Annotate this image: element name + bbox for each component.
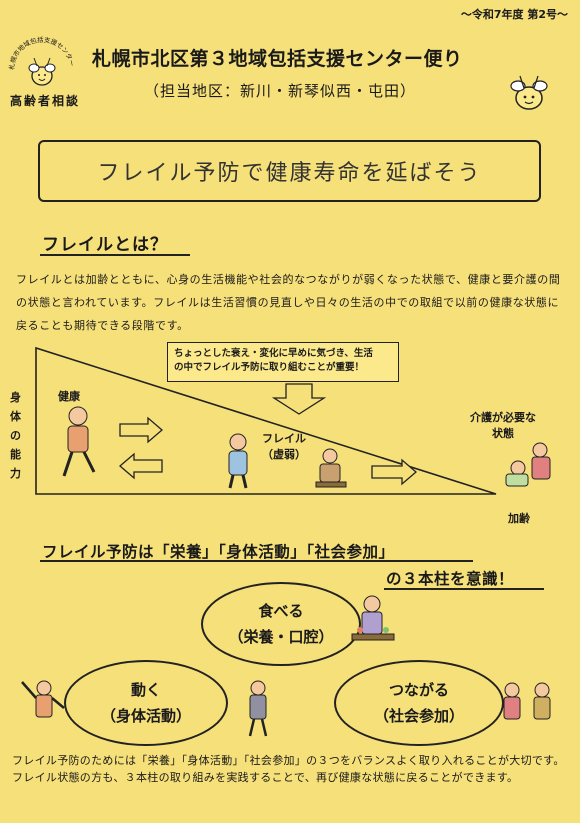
section-heading-what-is-frailty: フレイルとは？	[42, 235, 168, 255]
pillar-social-title: つながる	[388, 681, 449, 699]
pillar-activity-title: 動く	[130, 681, 161, 699]
pillar-illustrations	[21, 595, 551, 737]
logo-caption: 高齢者相談	[10, 94, 81, 108]
center-logo: 札幌市地域包括支援センター	[7, 35, 76, 86]
y-axis-label: 身体の能力	[10, 391, 21, 480]
elderly-seated-icon	[315, 448, 347, 488]
svg-text:札幌市地域包括支援センター: 札幌市地域包括支援センター	[7, 35, 76, 70]
footer-text: フレイル予防のためには「栄養」「身体活動」「社会参加」の３つをバランスよく取り入…	[12, 754, 565, 784]
elderly-walking-icon	[248, 680, 268, 737]
heading-underline	[40, 254, 190, 256]
frail-person-icon	[228, 433, 248, 489]
pillar-social-sub: （社会参加）	[373, 707, 464, 725]
elderly-exercising-icon	[21, 680, 65, 718]
stage-care-line-2: 状態	[492, 427, 514, 440]
frailty-description: フレイルとは加齢とともに、心身の生活機能や社会的なつながりが弱くなった状態で、健…	[16, 273, 561, 332]
logo-ring-text: 札幌市地域包括支援センター	[7, 35, 76, 70]
pillar-social: つながる （社会参加）	[334, 660, 504, 746]
callout-line-2: の中でフレイル予防に取り組むことが重要！	[174, 362, 365, 373]
callout-line-1: ちょっとした衰え・変化に早めに気づき、生活	[174, 348, 373, 359]
arrow-right-icon	[371, 458, 417, 486]
pillar-activity: 動く （身体活動）	[64, 660, 228, 746]
pillar-nutrition-sub: （栄養・口腔）	[228, 628, 334, 646]
stage-frail-label: フレイル （虚弱）	[262, 431, 306, 463]
pillars-heading-line-2: の３本柱を意識！	[386, 570, 515, 588]
heading-underline	[40, 560, 473, 562]
bee-mascot-icon	[510, 75, 548, 110]
main-banner: フレイル予防で健康寿命を延ばそう	[38, 140, 541, 202]
stage-frail-line-1: フレイル	[262, 432, 306, 445]
newsletter-subtitle: （担当地区：新川・新琴似西・屯田）	[144, 82, 417, 100]
elderly-eating-icon	[351, 595, 395, 641]
stage-care-line-1: 介護が必要な	[470, 411, 536, 424]
pillars-heading-line-1: フレイル予防は「栄養」「身体活動」「社会参加」	[42, 543, 395, 561]
newsletter-title: 札幌市北区第３地域包括支援センター便り	[92, 48, 463, 70]
x-axis-label: 加齢	[508, 512, 530, 525]
stage-healthy-label: 健康	[58, 390, 80, 403]
down-arrow-icon	[271, 383, 327, 415]
pillar-nutrition: 食べる （栄養・口腔）	[201, 582, 361, 666]
pillar-activity-sub: （身体活動）	[100, 707, 191, 725]
pillar-nutrition-title: 食べる	[258, 602, 304, 620]
care-needed-icon	[505, 442, 551, 487]
arrow-left-icon	[119, 452, 163, 480]
frailty-diagram	[35, 346, 551, 495]
stage-care-label: 介護が必要な 状態	[470, 410, 536, 442]
decline-triangle	[35, 346, 497, 495]
callout-box: ちょっとした衰え・変化に早めに気づき、生活 の中でフレイル予防に取り組むことが重…	[167, 342, 399, 382]
arrow-right-icon	[119, 416, 163, 444]
stage-frail-line-2: （虚弱）	[262, 448, 306, 461]
issue-number: 〜令和7年度 第2号〜	[460, 8, 568, 21]
friends-talking-icon	[503, 682, 551, 720]
heading-underline	[384, 588, 544, 590]
healthy-person-icon	[62, 406, 96, 477]
